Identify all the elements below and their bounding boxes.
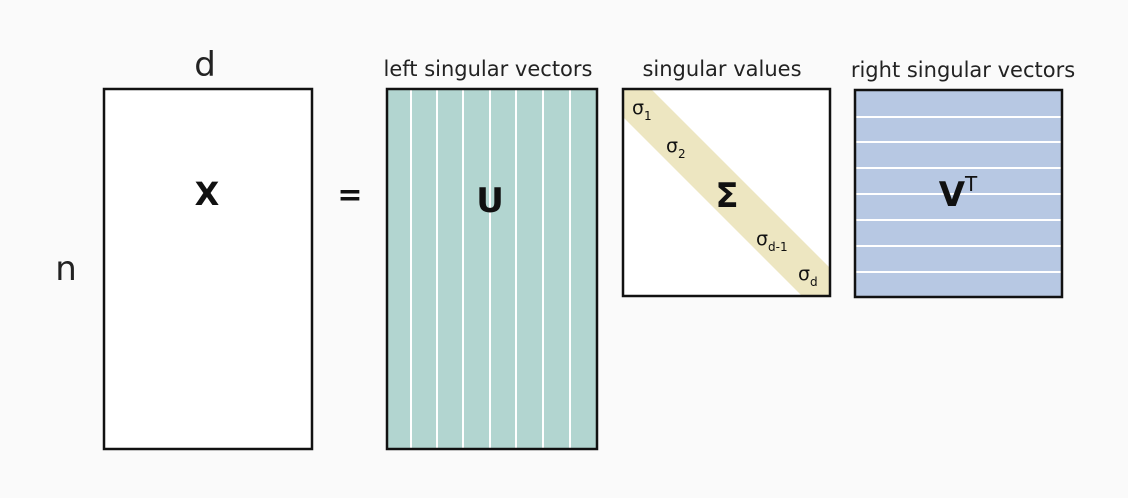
matrix-vt-symbol: VT: [939, 172, 978, 215]
dim-label-d: d: [194, 45, 216, 85]
matrix-u-symbol: U: [476, 181, 504, 221]
matrix-u: [385, 87, 599, 451]
dim-label-n: n: [55, 249, 77, 289]
diagonal-band: [623, 89, 830, 296]
sigma-d-label: σd: [798, 263, 818, 289]
matrix-vt-caption: right singular vectors: [851, 58, 1075, 82]
sigma-d-minus-1-label: σd-1: [756, 228, 788, 254]
matrix-vt: [853, 88, 1064, 299]
sigma-1-label: σ1: [632, 97, 652, 123]
matrix-sigma: [621, 87, 832, 298]
sigma-2-label: σ2: [666, 135, 686, 161]
matrix-x: [102, 87, 314, 451]
matrix-sigma-caption: singular values: [642, 57, 801, 81]
equals-sign: =: [337, 178, 362, 213]
matrix-sigma-symbol: Σ: [715, 176, 738, 216]
matrix-u-caption: left singular vectors: [384, 57, 593, 81]
matrix-x-symbol: X: [195, 175, 220, 213]
